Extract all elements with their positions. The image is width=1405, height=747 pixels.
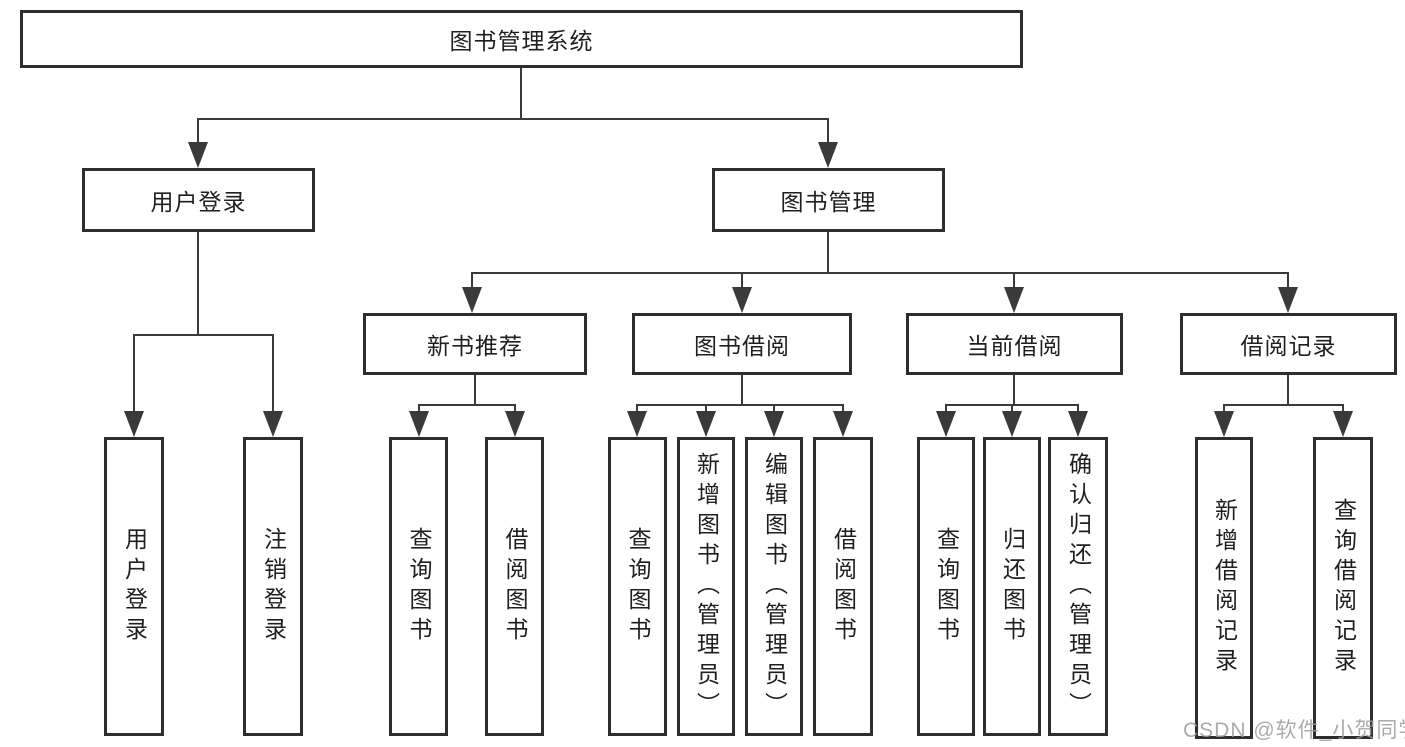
node-label: 用户登录: [150, 189, 247, 215]
node-label: 图书管理: [780, 189, 877, 215]
leaf-return-books: 归还图书: [983, 437, 1041, 736]
node-library-management-system: 图书管理系统: [20, 10, 1023, 68]
node-new-book-recommend: 新书推荐: [363, 313, 587, 375]
node-label: 新书推荐: [427, 333, 523, 359]
node-label: 借阅记录: [1240, 333, 1337, 359]
node-label: 查询借阅记录: [1330, 498, 1357, 678]
node-book-management: 图书管理: [712, 168, 945, 232]
node-label: 查询图书: [406, 526, 432, 647]
node-label: 借阅图书: [502, 526, 528, 647]
node-current-borrow: 当前借阅: [906, 313, 1123, 375]
node-label: 图书借阅: [694, 333, 790, 359]
leaf-logout: 注销登录: [243, 437, 303, 736]
leaf-add-books-admin: 新增图书（管理员）: [677, 437, 735, 736]
leaf-query-books-current: 查询图书: [917, 437, 975, 736]
node-label: 借阅图书: [830, 526, 857, 647]
node-user-login: 用户登录: [82, 168, 315, 232]
edge-arrowheads: [124, 142, 1353, 437]
node-book-borrow: 图书借阅: [632, 313, 852, 375]
edge-lines: [133, 68, 1344, 415]
leaf-edit-books-admin: 编辑图书（管理员）: [745, 437, 803, 736]
node-label: 确认归还（管理员）: [1065, 451, 1092, 722]
node-label: 当前借阅: [966, 333, 1063, 359]
csdn-watermark: CSDN @软件_小贺同学: [1183, 719, 1405, 742]
node-label: 新增借阅记录: [1211, 498, 1238, 678]
leaf-confirm-return-admin: 确认归还（管理员）: [1048, 437, 1108, 736]
leaf-query-books-recommend: 查询图书: [389, 437, 448, 736]
node-borrow-records: 借阅记录: [1180, 313, 1397, 375]
node-label: 注销登录: [260, 526, 287, 647]
leaf-add-borrow-record: 新增借阅记录: [1195, 437, 1253, 739]
leaf-query-books-borrow: 查询图书: [608, 437, 667, 736]
node-label: 编辑图书（管理员）: [761, 451, 788, 722]
node-label: 新增图书（管理员）: [693, 451, 720, 722]
node-label: 图书管理系统: [449, 28, 594, 54]
leaf-borrow-books: 借阅图书: [813, 437, 873, 736]
node-label: 用户登录: [121, 526, 148, 647]
leaf-user-login: 用户登录: [104, 437, 164, 736]
node-label: 归还图书: [999, 526, 1026, 647]
node-label: 查询图书: [625, 526, 651, 647]
leaf-borrow-books-recommend: 借阅图书: [485, 437, 544, 736]
leaf-query-borrow-record: 查询借阅记录: [1313, 437, 1373, 739]
node-label: 查询图书: [933, 526, 960, 647]
